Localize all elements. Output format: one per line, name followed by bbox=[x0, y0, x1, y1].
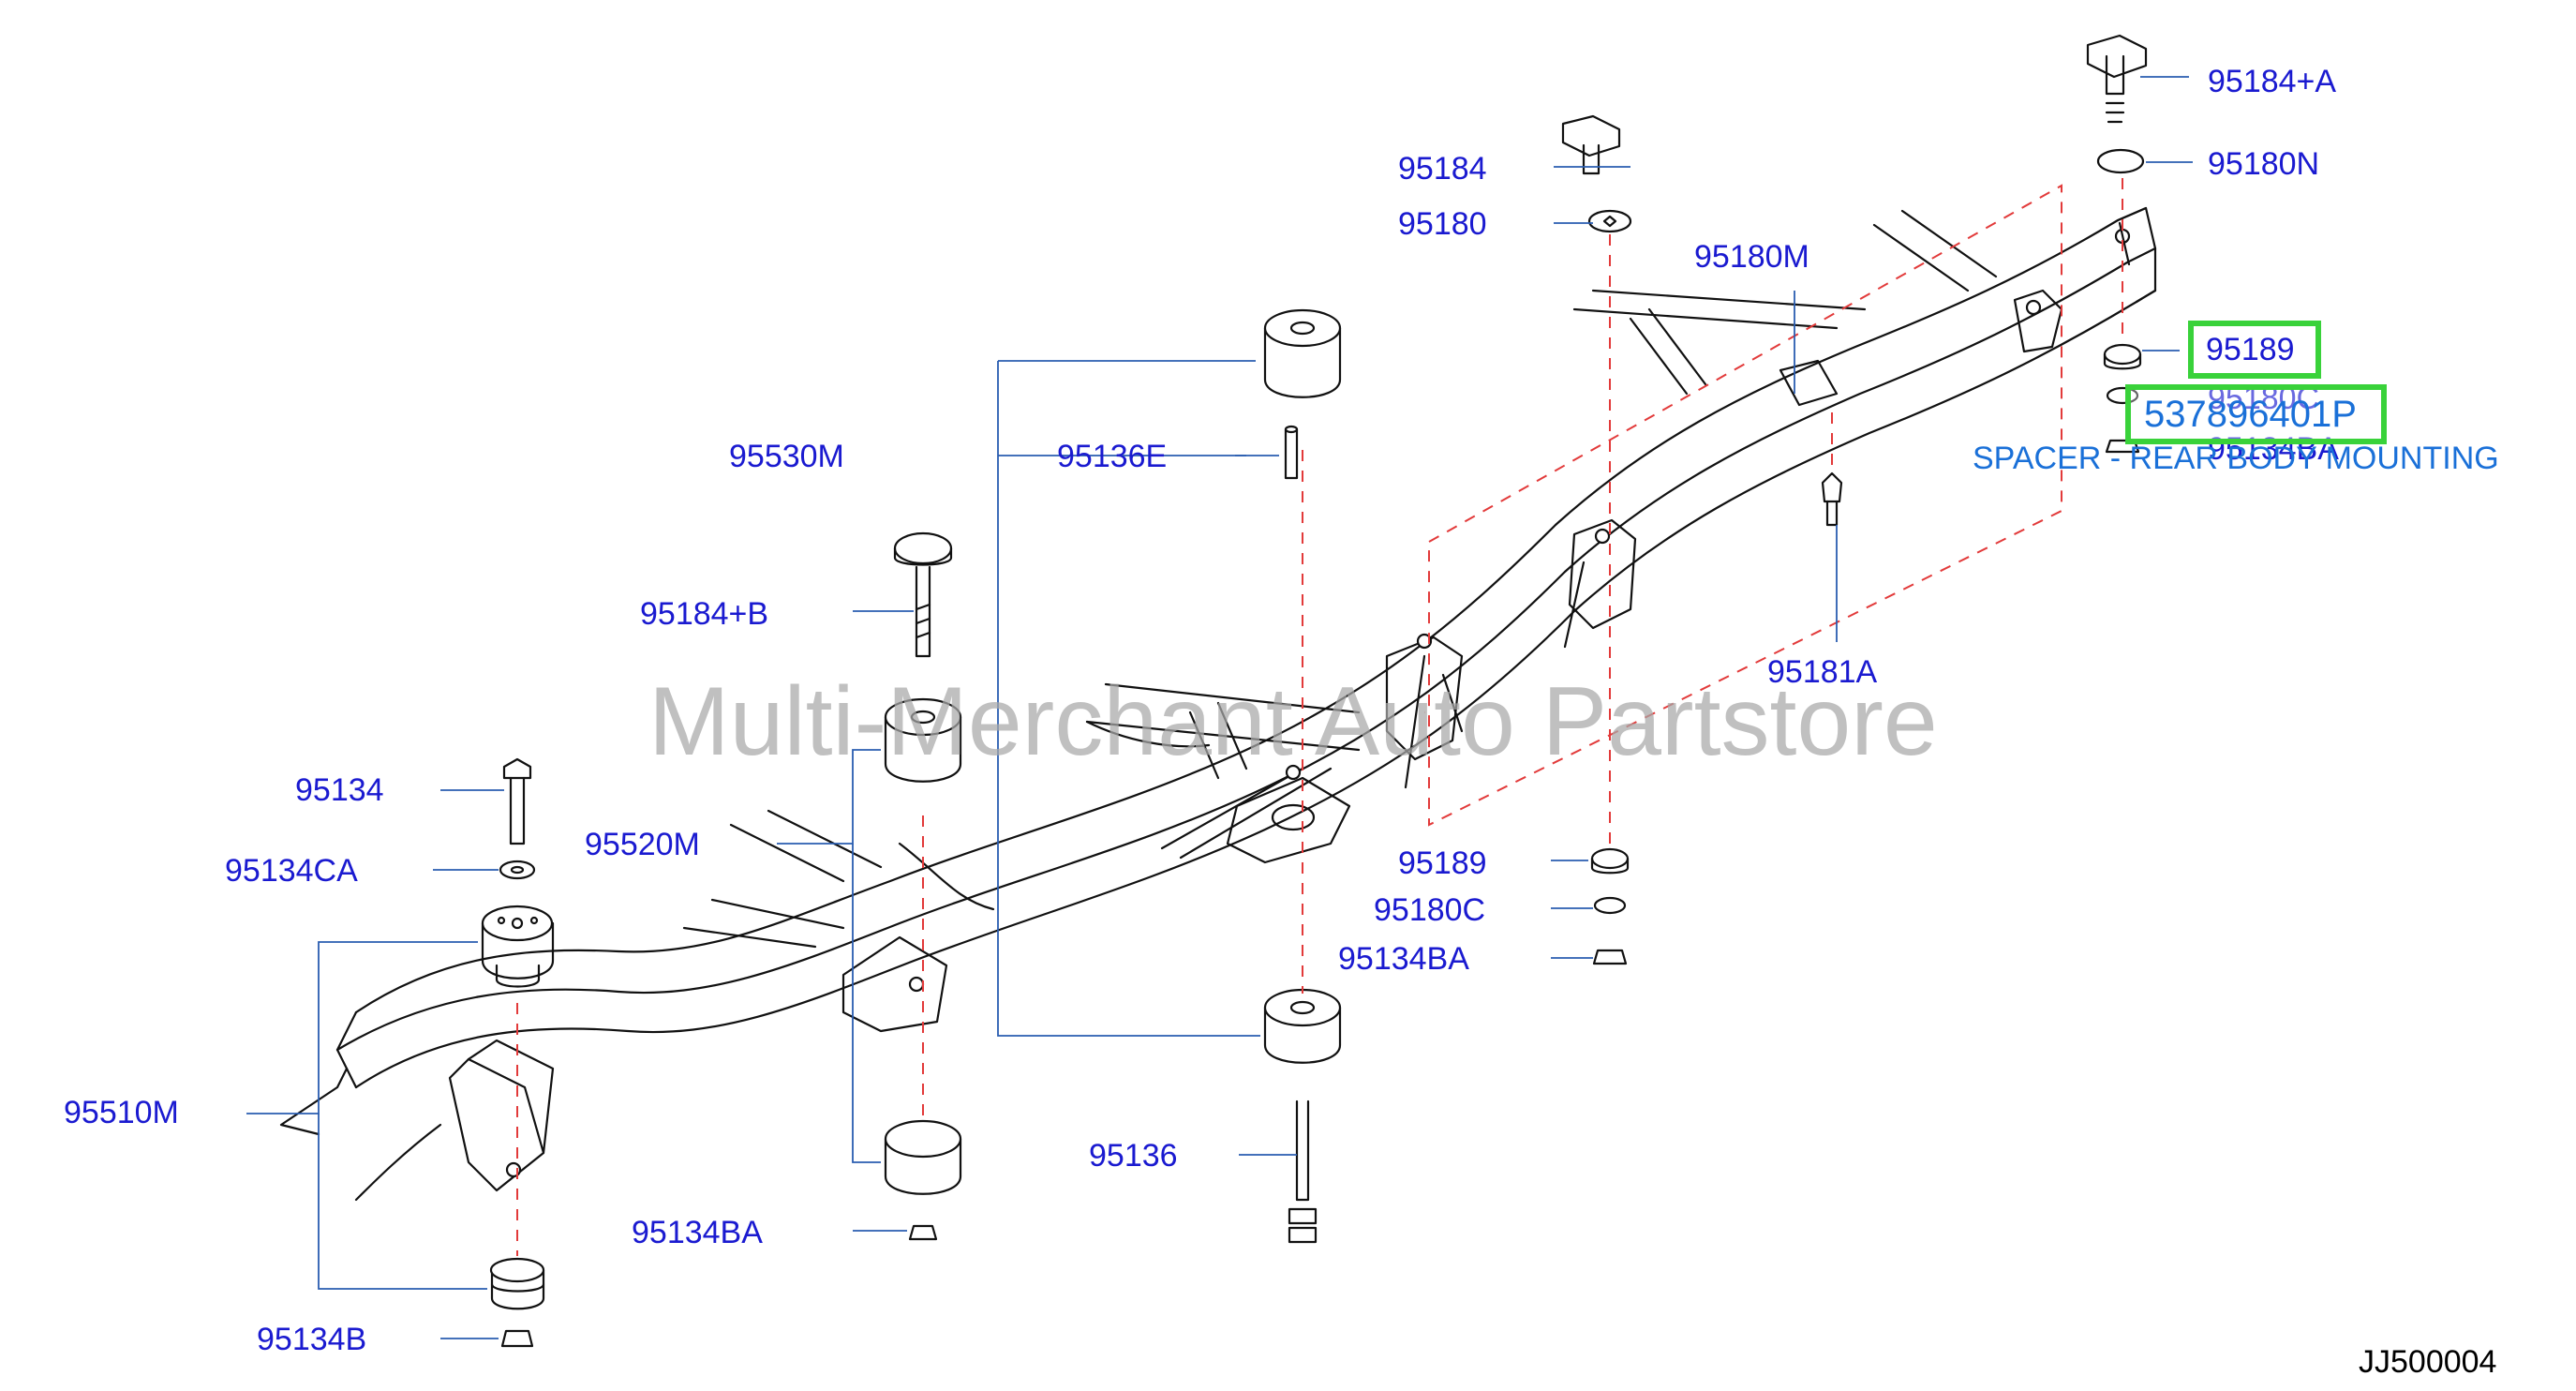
label-95180m[interactable]: 95180M bbox=[1694, 239, 1809, 275]
highlight-box-95189 bbox=[2188, 321, 2321, 379]
label-95184-a[interactable]: 95184+A bbox=[2208, 64, 2337, 99]
cross-members bbox=[279, 209, 1998, 1202]
label-95180[interactable]: 95180 bbox=[1398, 206, 1487, 242]
frame-rail bbox=[335, 206, 2157, 1089]
label-95136e[interactable]: 95136E bbox=[1057, 439, 1168, 474]
label-95530m[interactable]: 95530M bbox=[729, 439, 844, 474]
diagram-reference: JJ500004 bbox=[2359, 1344, 2497, 1380]
highlight-box-selected bbox=[2125, 384, 2387, 444]
label-95136[interactable]: 95136 bbox=[1089, 1138, 1178, 1174]
selected-part-number[interactable]: 537896401P bbox=[2144, 394, 2357, 435]
label-95189-mid[interactable]: 95189 bbox=[1398, 845, 1487, 881]
label-95134[interactable]: 95134 bbox=[295, 772, 384, 808]
assembly-lines bbox=[516, 178, 2123, 1256]
label-95134ca[interactable]: 95134CA bbox=[225, 853, 358, 889]
leader-lines bbox=[246, 76, 2193, 1339]
label-95510m[interactable]: 95510M bbox=[64, 1095, 179, 1130]
label-95180c-mid[interactable]: 95180C bbox=[1374, 892, 1486, 928]
label-95134ba-low[interactable]: 95134BA bbox=[632, 1215, 763, 1250]
watermark: Multi-Merchant Auto Partstore bbox=[648, 667, 1938, 776]
label-95134b[interactable]: 95134B bbox=[257, 1322, 367, 1357]
label-95180n[interactable]: 95180N bbox=[2208, 146, 2320, 182]
mount-points bbox=[505, 299, 2042, 1178]
label-95184[interactable]: 95184 bbox=[1398, 151, 1487, 187]
label-95184-b[interactable]: 95184+B bbox=[640, 596, 769, 632]
label-95134ba-top[interactable]: 95134BA bbox=[2208, 431, 2339, 467]
mount-brackets bbox=[448, 289, 2063, 1192]
label-95181a[interactable]: 95181A bbox=[1767, 654, 1878, 690]
label-95189-top[interactable]: 95189 bbox=[2206, 332, 2295, 367]
selected-part-description: SPACER - REAR BODY MOUNTING bbox=[1973, 441, 2499, 476]
insulators bbox=[481, 308, 1342, 1310]
label-95520m[interactable]: 95520M bbox=[585, 827, 700, 862]
label-95134ba-mid[interactable]: 95134BA bbox=[1338, 941, 1469, 977]
